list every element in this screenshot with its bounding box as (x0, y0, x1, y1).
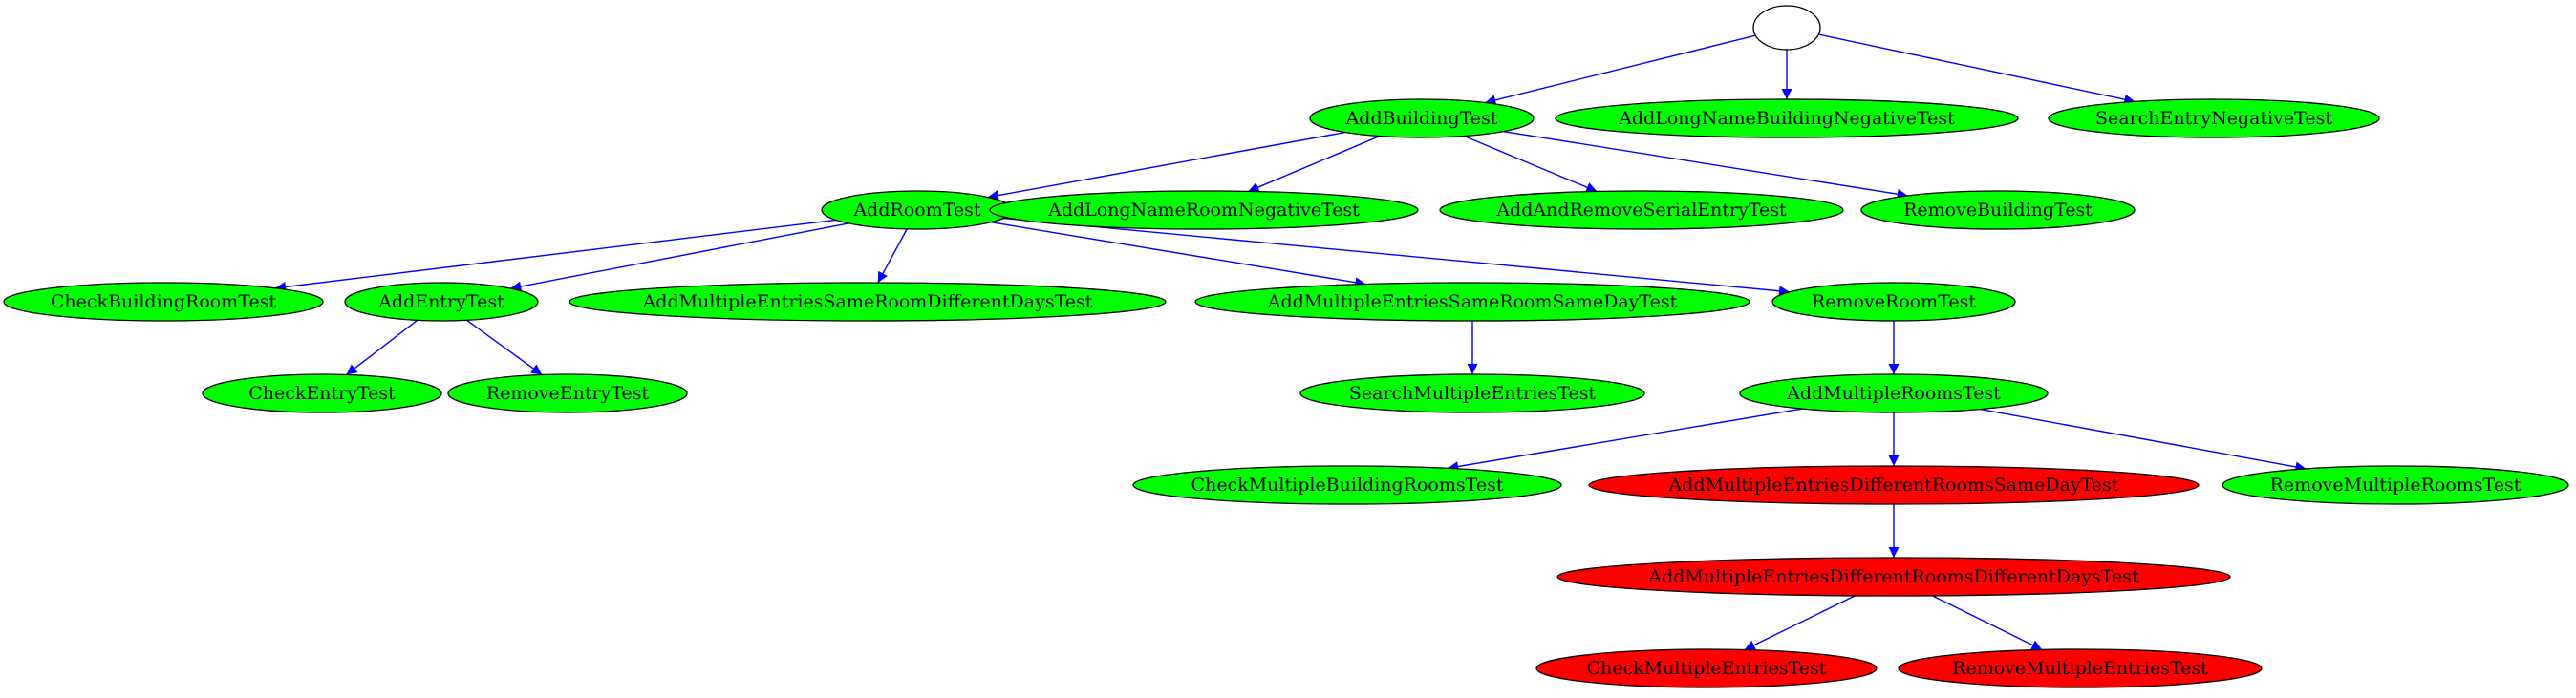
node-AddLongNameRoomNegativeTest: AddLongNameRoomNegativeTest (989, 190, 1419, 230)
edge-AddRoomTest-to-AddMultipleEntriesSameRoomDifferentDaysTest (877, 228, 908, 284)
edge-AddMultipleEntriesDifferentRoomsDifferentDaysTest-to-RemoveMultipleEntriesTest (1932, 595, 2043, 651)
edge-AddMultipleRoomsTest-to-CheckMultipleBuildingRoomsTest (1448, 408, 1803, 472)
node-CheckMultipleEntriesTest: CheckMultipleEntriesTest (1535, 648, 1878, 688)
node-AddRoomTest: AddRoomTest (821, 190, 1014, 230)
edge-AddRoomTest-to-RemoveRoomTest (1003, 217, 1790, 297)
edge-root-to-SearchEntryNegativeTest (1818, 33, 2136, 105)
node-CheckEntryTest: CheckEntryTest (202, 373, 442, 413)
node-label: AddMultipleEntriesDifferentRoomsDifferen… (1647, 566, 2139, 587)
node-ellipse (989, 190, 1419, 230)
node-ellipse (344, 282, 539, 322)
node-ellipse (1860, 190, 2136, 230)
node-CheckBuildingRoomTest: CheckBuildingRoomTest (3, 282, 324, 322)
edge-AddRoomTest-to-AddEntryTest (510, 222, 849, 292)
node-ellipse (1132, 465, 1562, 505)
node-ellipse (1752, 5, 1821, 51)
node-ellipse (1555, 98, 2019, 138)
node-AddMultipleEntriesSameRoomSameDayTest: AddMultipleEntriesSameRoomSameDayTest (1194, 282, 1750, 322)
node-label: AddMultipleEntriesSameRoomSameDayTest (1267, 291, 1678, 312)
edges-layer (275, 33, 2307, 651)
node-AddMultipleEntriesSameRoomDifferentDaysTest: AddMultipleEntriesSameRoomDifferentDaysT… (569, 282, 1167, 322)
node-label: CheckEntryTest (248, 383, 396, 404)
node-label: RemoveEntryTest (486, 383, 650, 404)
edge-AddEntryTest-to-CheckEntryTest (346, 319, 419, 375)
node-AddAndRemoveSerialEntryTest: AddAndRemoveSerialEntryTest (1439, 190, 1844, 230)
node-CheckMultipleBuildingRoomsTest: CheckMultipleBuildingRoomsTest (1132, 465, 1562, 505)
node-label: CheckMultipleEntriesTest (1587, 658, 1827, 679)
node-label: SearchMultipleEntriesTest (1349, 383, 1597, 404)
node-label: RemoveMultipleRoomsTest (2270, 475, 2522, 496)
node-AddMultipleEntriesDifferentRoomsSameDayTest: AddMultipleEntriesDifferentRoomsSameDayT… (1588, 465, 2200, 505)
edge-AddBuildingTest-to-AddAndRemoveSerialEntryTest (1464, 135, 1598, 193)
node-label: RemoveBuildingTest (1903, 200, 2093, 221)
node-label: AddMultipleRoomsTest (1786, 383, 2001, 404)
node-ellipse (1771, 282, 2016, 322)
node-ellipse (1194, 282, 1750, 322)
node-ellipse (3, 282, 324, 322)
node-ellipse (1588, 465, 2200, 505)
node-ellipse (569, 282, 1167, 322)
node-SearchMultipleEntriesTest: SearchMultipleEntriesTest (1299, 373, 1645, 413)
node-AddBuildingTest: AddBuildingTest (1309, 98, 1535, 138)
node-ellipse (1309, 98, 1535, 138)
node-ellipse (1299, 373, 1645, 413)
node-label: AddLongNameRoomNegativeTest (1047, 200, 1360, 221)
node-ellipse (202, 373, 442, 413)
node-AddMultipleRoomsTest: AddMultipleRoomsTest (1739, 373, 2049, 413)
node-RemoveMultipleRoomsTest: RemoveMultipleRoomsTest (2222, 465, 2569, 505)
node-SearchEntryNegativeTest: SearchEntryNegativeTest (2048, 98, 2380, 138)
node-AddEntryTest: AddEntryTest (344, 282, 539, 322)
edge-AddBuildingTest-to-AddRoomTest (987, 131, 1345, 201)
node-label: AddMultipleEntriesSameRoomDifferentDaysT… (642, 291, 1093, 312)
node-label: RemoveRoomTest (1812, 291, 1976, 312)
node-ellipse (2048, 98, 2380, 138)
node-label: AddLongNameBuildingNegativeTest (1618, 108, 1955, 129)
edge-AddEntryTest-to-RemoveEntryTest (466, 319, 543, 376)
edge-root-to-AddBuildingTest (1485, 34, 1756, 106)
node-RemoveMultipleEntriesTest: RemoveMultipleEntriesTest (1898, 648, 2263, 688)
edge-AddBuildingTest-to-RemoveBuildingTest (1503, 130, 1908, 200)
node-root (1752, 5, 1821, 51)
edge-AddBuildingTest-to-AddLongNameRoomNegativeTest (1248, 135, 1381, 193)
node-label: CheckMultipleBuildingRoomsTest (1191, 475, 1504, 496)
node-ellipse (447, 373, 688, 413)
edge-AddMultipleRoomsTest-to-RemoveMultipleRoomsTest (1980, 408, 2307, 473)
edge-AddRoomTest-to-AddMultipleEntriesSameRoomSameDayTest (990, 222, 1366, 288)
node-label: AddBuildingTest (1345, 108, 1498, 129)
node-ellipse (1739, 373, 2049, 413)
node-AddLongNameBuildingNegativeTest: AddLongNameBuildingNegativeTest (1555, 98, 2019, 138)
node-ellipse (2222, 465, 2569, 505)
node-ellipse (1898, 648, 2263, 688)
node-RemoveRoomTest: RemoveRoomTest (1771, 282, 2016, 322)
node-RemoveBuildingTest: RemoveBuildingTest (1860, 190, 2136, 230)
node-label: AddRoomTest (852, 200, 980, 221)
edge-AddRoomTest-to-CheckBuildingRoomTest (275, 219, 836, 292)
node-AddMultipleEntriesDifferentRoomsDifferentDaysTest: AddMultipleEntriesDifferentRoomsDifferen… (1556, 557, 2231, 597)
node-label: SearchEntryNegativeTest (2095, 108, 2332, 129)
node-label: AddMultipleEntriesDifferentRoomsSameDayT… (1668, 475, 2119, 496)
node-label: CheckBuildingRoomTest (51, 291, 277, 312)
nodes-layer: AddBuildingTest AddLongNameBuildingNegati… (3, 5, 2569, 688)
node-label: AddAndRemoveSerialEntryTest (1495, 200, 1787, 221)
node-ellipse (1535, 648, 1878, 688)
node-ellipse (1556, 557, 2231, 597)
edge-AddMultipleEntriesDifferentRoomsDifferentDaysTest-to-CheckMultipleEntriesTest (1744, 595, 1856, 651)
node-ellipse (1439, 190, 1844, 230)
node-RemoveEntryTest: RemoveEntryTest (447, 373, 688, 413)
node-label: AddEntryTest (377, 291, 504, 312)
node-label: RemoveMultipleEntriesTest (1952, 658, 2208, 679)
